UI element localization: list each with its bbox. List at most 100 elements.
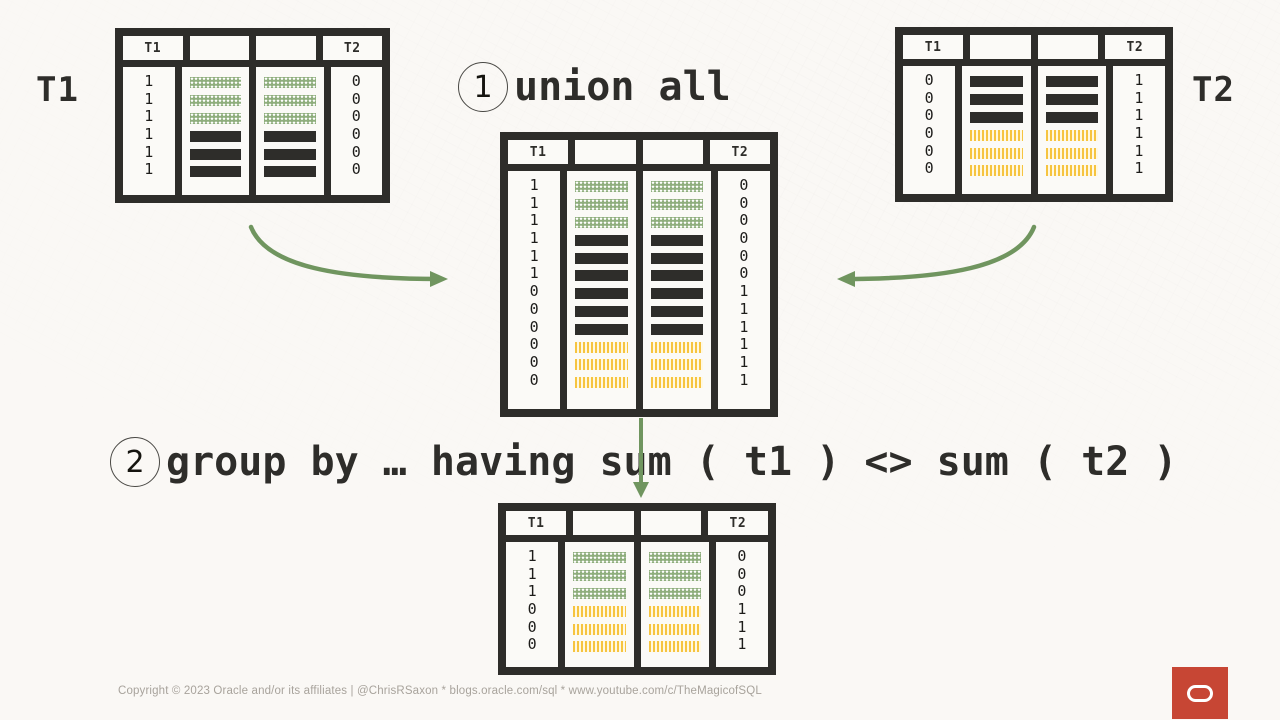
cell-value: 0 <box>924 88 934 107</box>
header-cell-t1: T1 <box>506 511 567 535</box>
cell-value: 0 <box>527 600 537 619</box>
bar-row <box>1045 144 1098 162</box>
bar-yellow <box>575 341 628 353</box>
bar-row <box>650 196 703 214</box>
bar-row <box>264 163 316 181</box>
cell-value: 1 <box>527 547 537 565</box>
bar-row <box>575 178 628 196</box>
header-cell-t2: T2 <box>707 511 768 535</box>
cell-value: 0 <box>351 160 361 179</box>
bar-row <box>970 73 1023 91</box>
table-header-row: T1 T2 <box>903 35 1165 59</box>
header-cell-t1: T1 <box>508 140 569 164</box>
bar-dark <box>970 111 1023 123</box>
bar-row <box>648 638 701 656</box>
bar-yellow <box>650 377 703 389</box>
column-bars-a <box>567 171 636 409</box>
bar-row <box>650 231 703 249</box>
cell-value: 0 <box>351 125 361 144</box>
column-bars-a <box>181 67 249 195</box>
header-cell-blank-2 <box>640 511 701 535</box>
bar-green <box>264 112 316 124</box>
bar-dark <box>970 94 1023 106</box>
cell-value: 0 <box>924 124 934 143</box>
bar-row <box>650 303 703 321</box>
bar-row <box>575 374 628 392</box>
cell-value: 1 <box>1134 124 1144 143</box>
cell-value: 0 <box>739 193 749 212</box>
cell-value: 1 <box>529 264 539 283</box>
bar-green <box>573 552 626 564</box>
bar-row <box>264 74 316 92</box>
cell-value: 1 <box>739 335 749 354</box>
column-bars-b <box>256 67 324 195</box>
cell-value: 0 <box>739 176 749 194</box>
bar-row <box>575 196 628 214</box>
bar-row <box>650 214 703 232</box>
bar-yellow <box>575 359 628 371</box>
bar-green <box>264 95 316 107</box>
bar-green <box>648 587 701 599</box>
step-1: 1 union all <box>458 62 731 112</box>
bar-green <box>648 552 701 564</box>
cell-value: 0 <box>924 71 934 89</box>
arrow-t1-to-union <box>248 224 448 287</box>
bar-yellow <box>970 165 1023 177</box>
cell-value: 0 <box>737 582 747 601</box>
bar-row <box>648 620 701 638</box>
bar-row <box>264 110 316 128</box>
bar-row <box>650 249 703 267</box>
cell-value: 1 <box>144 89 154 108</box>
bar-yellow <box>648 641 701 653</box>
bar-dark <box>1045 76 1098 88</box>
bar-row <box>650 338 703 356</box>
bar-row <box>575 285 628 303</box>
cell-value: 1 <box>739 282 749 301</box>
oracle-logo <box>1172 667 1228 719</box>
bar-row <box>575 303 628 321</box>
bar-green <box>648 570 701 582</box>
bar-row <box>573 638 626 656</box>
bar-row <box>648 585 701 603</box>
bar-row <box>189 163 241 181</box>
cell-value: 1 <box>527 582 537 601</box>
bar-yellow <box>1045 147 1098 159</box>
cell-value: 0 <box>527 635 537 654</box>
cell-value: 0 <box>529 335 539 354</box>
header-cell-blank-2 <box>256 36 316 60</box>
bar-row <box>1045 73 1098 91</box>
bar-row <box>573 567 626 585</box>
cell-value: 1 <box>529 229 539 248</box>
bar-row <box>650 356 703 374</box>
bar-row <box>1045 91 1098 109</box>
bar-row <box>1045 109 1098 127</box>
table-header-row: T1 T2 <box>508 140 770 164</box>
bar-green <box>189 77 241 89</box>
bar-row <box>1045 126 1098 144</box>
bar-yellow <box>573 641 626 653</box>
bar-dark <box>1045 94 1098 106</box>
cell-value: 1 <box>1134 159 1144 178</box>
bar-row <box>264 145 316 163</box>
cell-value: 0 <box>737 547 747 565</box>
cell-value: 0 <box>529 317 539 336</box>
cell-value: 0 <box>529 282 539 301</box>
cell-value: 1 <box>737 635 747 654</box>
bar-yellow <box>573 623 626 635</box>
cell-value: 1 <box>144 160 154 179</box>
cell-value: 1 <box>529 176 539 194</box>
bar-dark <box>575 305 628 317</box>
bar-yellow <box>575 377 628 389</box>
bar-dark <box>970 76 1023 88</box>
bar-row <box>575 320 628 338</box>
cell-value: 0 <box>351 142 361 161</box>
bar-yellow <box>1045 165 1098 177</box>
bar-yellow <box>573 605 626 617</box>
table-header-row: T1 T2 <box>123 36 382 60</box>
